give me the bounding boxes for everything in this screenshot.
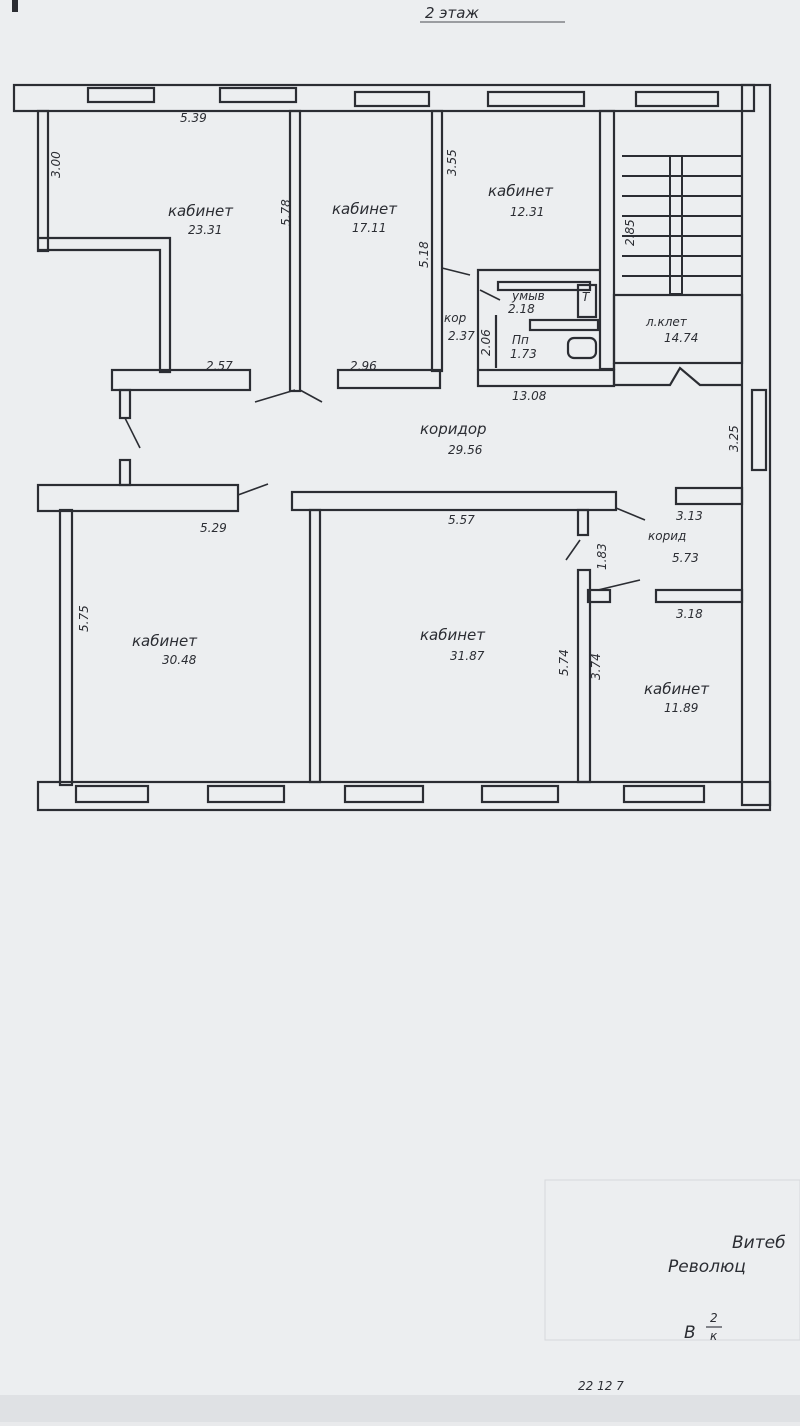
wall-stub-1 [118,458,132,487]
fixture-mark: Т [582,290,591,304]
dim-9: 2.06 [479,329,493,356]
dim-11: 5.29 [200,521,227,535]
dim-0: 5.39 [180,111,207,125]
stamp-date: 22 12 7 [578,1379,624,1393]
room-11-area: 31.87 [450,649,485,663]
doors [124,267,646,591]
room-1-label: кабинет [168,202,234,220]
room-3-area: 12.31 [510,205,544,219]
window-n2 [218,86,298,104]
window-n1 [86,86,156,104]
room-4-label: умыв [511,289,545,303]
wall-corridor-south-west [36,483,240,513]
wall-small-3 [674,486,744,506]
window-e1 [750,388,768,472]
room-5-area: 2.37 [448,329,475,343]
partition-5 [576,568,592,784]
stamp-mark-letter: В [684,1323,696,1343]
room-5-label: кор [444,311,467,325]
partition-5-stub [576,508,590,537]
room-2-area: 17.11 [352,221,386,235]
room-8-area: 29.56 [448,443,483,457]
dim-1: 3.00 [49,151,63,178]
sink [566,336,598,360]
dim-7: 2.96 [350,359,377,373]
room-11-label: кабинет [420,626,486,644]
wall-south [36,780,772,812]
stamp-mark-den: к [710,1329,718,1343]
dim-15: 3.18 [676,607,703,621]
dimension-labels: 5.39 3.00 5.78 3.55 5.18 2.85 2.57 2.96 … [49,111,741,680]
dim-18: 3.74 [589,653,603,680]
room-12-label: кабинет [644,680,710,698]
partition-3 [598,109,616,371]
room-4-area: 2.18 [508,302,535,316]
room-labels: кабинет 23.31 кабинет 17.11 кабинет 12.3… [132,182,710,715]
room-1-area: 23.31 [188,223,222,237]
wall-wash-3 [528,318,600,332]
room-8-label: коридор [420,420,487,438]
room-7-label: л.клет [645,315,688,329]
dim-6: 2.57 [206,359,233,373]
room-7-area: 14.74 [664,331,698,345]
stamp-mark-num: 2 [710,1311,718,1325]
stamp-box [544,1179,800,1341]
room-10-area: 30.48 [162,653,197,667]
room-12-area: 11.89 [664,701,698,715]
partition-1 [288,109,302,393]
dim-14: 3.13 [676,509,703,523]
wall-small-2 [654,588,744,604]
wall-landing-south [612,363,742,387]
room-6-label: Пп [512,333,529,347]
fixture-box [576,283,598,319]
dim-12: 5.57 [448,513,475,527]
wall-corridor-north-2 [336,368,442,390]
stamp-line-1: Витеб [732,1233,786,1253]
window-n5 [634,90,720,108]
room-3-label: кабинет [488,182,554,200]
dim-5: 2.85 [623,219,637,246]
wall-corridor-south [290,490,618,512]
room-2-label: кабинет [332,200,398,218]
dim-16: 5.75 [77,605,91,632]
stairs [622,155,742,295]
wall-east [740,83,772,807]
window-n4 [486,90,586,108]
wall-recess [38,236,172,374]
partition-2 [430,109,444,373]
dim-13: 1.83 [595,543,609,570]
walls [12,83,772,812]
window-s3 [343,784,425,804]
dim-3: 3.55 [445,149,459,176]
dim-8: 13.08 [512,389,547,403]
wall-corridor-north-1 [110,368,252,392]
partition-4 [308,508,322,784]
paper-shadow [0,1395,800,1422]
room-9-area: 5.73 [672,551,699,565]
dim-2: 5.78 [279,199,293,226]
dim-17: 5.74 [557,649,571,676]
window-s1 [74,784,150,804]
window-s2 [206,784,286,804]
room-6-area: 1.73 [510,347,537,361]
window-s4 [480,784,560,804]
room-9-label: корид [648,529,686,543]
window-n3 [353,90,431,108]
stamp-line-2: Революц [668,1257,746,1277]
wall-wash-1 [476,268,600,370]
room-10-label: кабинет [132,632,198,650]
wall-north [12,83,756,113]
sheet-corner-mark [12,0,18,12]
dim-10: 3.25 [727,425,741,452]
window-s5 [622,784,706,804]
dim-4: 5.18 [417,241,431,268]
floor-label: 2 этаж [425,4,479,22]
title-block: Витеб Революц В 2 к 22 12 7 [578,1233,786,1393]
